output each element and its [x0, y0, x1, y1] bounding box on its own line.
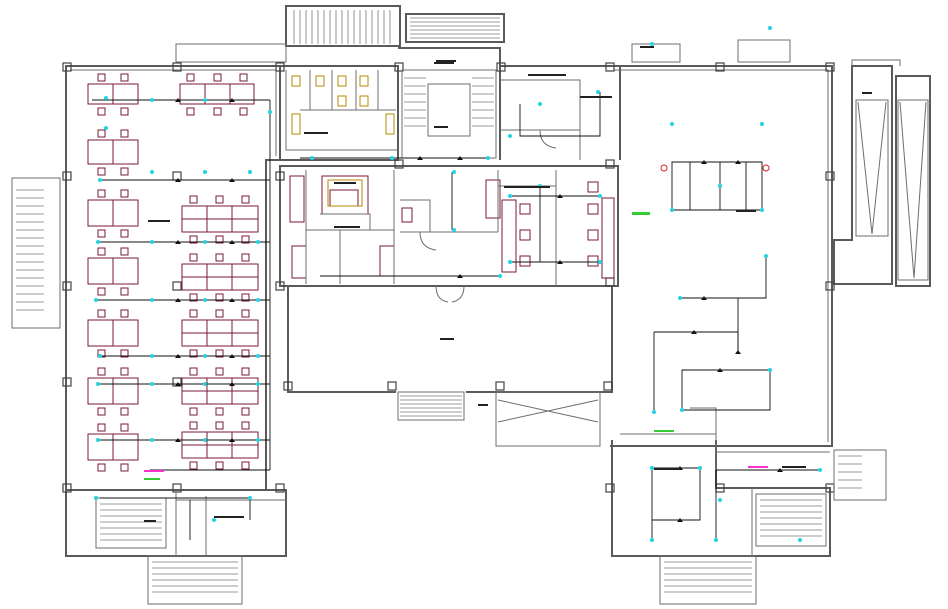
interior-partitions	[175, 70, 830, 556]
skylight	[855, 99, 929, 281]
structural-columns	[62, 62, 835, 493]
wc-icon	[291, 75, 395, 207]
light-point-icon	[94, 26, 822, 542]
exterior-walls	[65, 5, 931, 557]
fixture-red	[660, 164, 770, 172]
stairs	[11, 10, 887, 605]
wiring	[92, 92, 820, 540]
office-furniture	[87, 73, 615, 472]
annotation-marks	[144, 46, 872, 522]
chair-icon	[97, 73, 250, 472]
